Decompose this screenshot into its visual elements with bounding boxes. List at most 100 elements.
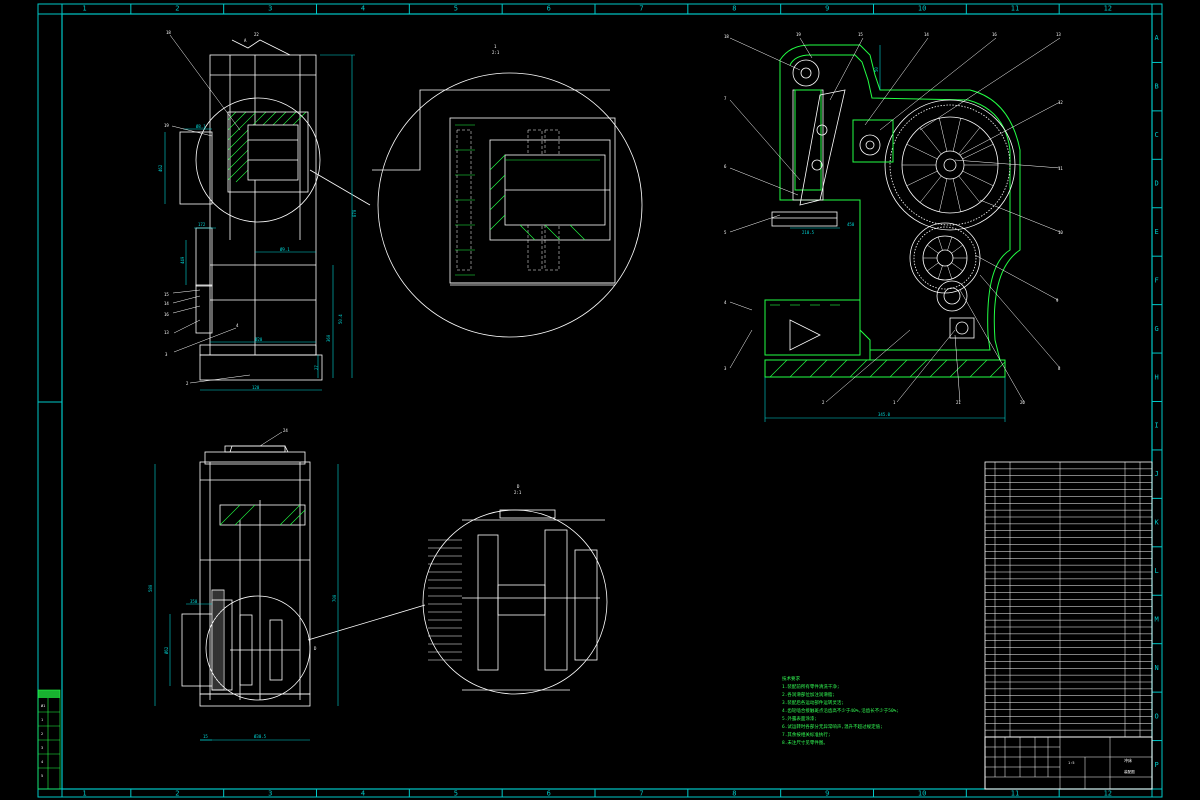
svg-text:D: D [314,646,317,651]
dim-label: Ø30.5 [254,734,267,739]
detail-scale-lower: 2:1 [514,490,522,495]
side-label-4: 4 [41,760,43,764]
dim-label: 27 [314,365,319,370]
part-number-label: 7 [724,96,727,101]
part-number-label: 2 [822,400,825,405]
grid-column-label: 12 [1104,5,1112,13]
dim-label: 449 [180,256,185,264]
grid-row-label: B [1155,83,1159,91]
note-line: 7.其余按相关标准执行; [782,731,831,738]
grid-column-label: 7 [639,5,643,13]
grid-column-label: 11 [1011,5,1019,13]
part-number-label: 15 [858,32,863,37]
view-label: 22 [254,32,259,37]
grid-row-label: A [1155,34,1160,42]
grid-row-label: H [1155,373,1159,381]
svg-text:3: 3 [165,352,168,357]
technical-notes: 技术要求 1.装配前所有零件清洗干净; 2.各润滑部位加注润滑脂; 3.装配后各… [782,675,899,746]
part-number-label: 12 [1058,100,1063,105]
part-number-label: 16 [992,32,997,37]
grid-column-label: 6 [547,5,551,13]
dim-label: 350 [190,599,198,604]
dim-label: 15 [203,734,208,739]
grid-column-label: 8 [732,5,736,13]
svg-text:14: 14 [164,301,169,306]
parts-list-table [984,461,1153,738]
grid-column-label: 4 [361,5,365,13]
note-line: 8.未注尺寸见零件图。 [782,739,828,746]
grid-row-label: P [1155,761,1159,769]
grid-column-label: 10 [918,5,926,13]
title-block: 冲床 装配图 1:5 [984,736,1153,790]
title-scale: 1:5 [1068,761,1075,765]
dim-label: 360 [326,334,331,342]
svg-text:18: 18 [166,30,171,35]
side-view-upper [179,39,371,381]
grid-column-label: 4 [361,790,365,798]
detail-view-lower: D 2:1 [422,484,608,695]
side-revision-table: Ø1 1 2 3 4 5 [37,689,61,790]
dimensions-upper-left: Ø8.1 462 172 449 Ø9.1 Ø20 360 27 50.4 12… [158,54,357,391]
dim-label: 120 [252,385,260,390]
part-number-label: 9 [1056,298,1059,303]
grid-column-label: 8 [732,790,736,798]
detail-label-lower: D [517,484,520,489]
part-number-label: 13 [1056,32,1061,37]
side-label-2: 2 [41,732,43,736]
front-dim-height: 450 [847,222,855,227]
detail-view-upper: 1 2:1 [372,44,643,338]
side-view-lower: 580 Ø62 350 700 15 Ø30.5 24 D [148,428,426,741]
front-dim-width: 345.0 [878,412,891,417]
svg-text:24: 24 [283,428,288,433]
part-number-label: 4 [724,300,727,305]
part-number-label: 19 [796,32,801,37]
grid-row-label: J [1155,470,1159,478]
part-number-label: 14 [924,32,929,37]
dim-label: Ø20 [255,337,263,342]
part-leaders-upper-left [169,34,251,384]
grid-column-label: 7 [639,790,643,798]
dim-label: Ø8.1 [196,124,206,129]
side-label-1: 1 [41,718,43,722]
svg-text:16: 16 [164,312,169,317]
grid-row-label: M [1155,615,1159,623]
grid-column-label: 11 [1011,790,1019,798]
grid-column-label: 6 [547,790,551,798]
grid-row-label: N [1155,664,1159,672]
part-number-label: 10 [1058,230,1063,235]
note-line: 6.试运转时各部分无异常响声,温升不超过规定值; [782,723,883,730]
detail-label-upper: 1 [494,44,497,49]
grid-row-label: I [1155,422,1159,430]
note-line: 4.齿轮啮合接触斑点沿齿高不少于40%,沿齿长不少于50%; [782,707,899,714]
grid-row-label: D [1155,180,1159,188]
dim-label: Ø62 [164,646,169,654]
grid-row-label: F [1155,276,1159,284]
svg-text:13: 13 [164,330,169,335]
grid-column-label: 5 [454,790,458,798]
note-line: 3.装配后各运动部件运转灵活; [782,699,844,706]
grid-column-label: 1 [82,790,86,798]
note-line: 技术要求 [782,675,800,682]
grid-column-label: 9 [825,5,829,13]
side-label-3: 3 [41,746,43,750]
title-mark: 装配图 [1124,769,1135,774]
part-number-label: 3 [724,366,727,371]
part-number-label: 8 [1058,366,1061,371]
note-line: 2.各润滑部位加注润滑脂; [782,691,835,698]
svg-text:4: 4 [236,323,239,328]
grid-row-label: E [1155,228,1159,236]
front-dim-table: 210.5 [802,230,815,235]
grid-row-label: K [1155,519,1160,527]
grid-row-label: C [1155,131,1159,139]
svg-text:19: 19 [164,123,169,128]
grid-column-label: 3 [268,5,272,13]
part-number-label: 11 [1058,166,1063,171]
grid-row-label: L [1155,567,1159,575]
svg-text:2: 2 [186,381,189,386]
grid-row-label: O [1155,712,1159,720]
section-mark: A [244,38,247,43]
